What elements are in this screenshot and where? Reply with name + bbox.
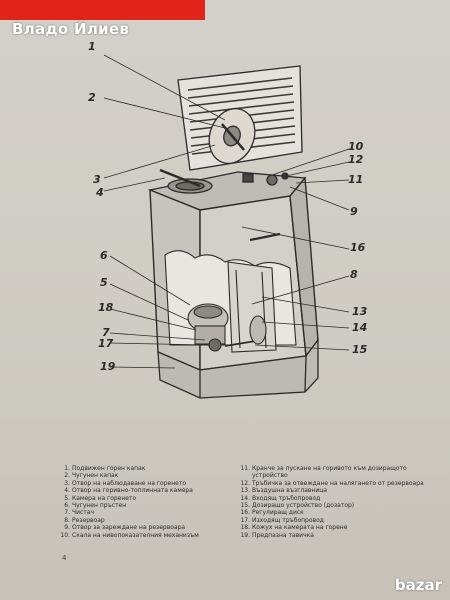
legend-item: 14.Входящ тръбопровод (240, 494, 321, 502)
bazar-logo: bazar (395, 576, 442, 594)
bazar-logo-text: bazar (394, 576, 442, 594)
legend-item: 3.Отвор на наблюдаване на горенето (64, 479, 187, 487)
legend-item: 17.Изходящ тръбопровод (240, 516, 324, 524)
legend-item: 16.Регулиращ диск (240, 509, 304, 517)
legend-item: 15.Дозиращо устройство (дозатор) (240, 502, 355, 510)
base-tray (157, 338, 319, 399)
legend-item: 9.Отвор за зареждане на резервоара (64, 524, 186, 532)
callout-13: 13 (352, 305, 368, 318)
callout-18: 18 (98, 301, 114, 314)
callout-1: 1 (88, 40, 96, 53)
uploader-watermark: Владо Илиев (12, 20, 130, 38)
legend-item: 4.Отвор на горивно-топлинната камера (64, 487, 193, 495)
cutaway-interior (164, 232, 297, 353)
legend-item: 19.Предпазна тавичка (240, 531, 314, 539)
callout-14: 14 (352, 321, 368, 334)
callout-4: 4 (96, 186, 104, 199)
legend-item: 8.Резервоар (64, 516, 105, 524)
callout-2: 2 (88, 91, 96, 104)
callout-8: 8 (350, 268, 358, 281)
legend-item: 18.Кожух на камерата на горене (240, 524, 348, 532)
legend-left-column: 1.Подвижен горен капак 2.Чугунен капак 3… (60, 465, 235, 539)
legend-item: 10.Скала на нивопоказателния механизъм (60, 531, 199, 539)
callout-11: 11 (348, 173, 364, 186)
red-corner-decoration (0, 0, 205, 20)
callout-6: 6 (100, 249, 108, 262)
legend-item: 13.Въздушна възглавница (240, 487, 327, 495)
callout-12: 12 (348, 153, 364, 166)
legend-item: 2.Чугунен капак (64, 472, 119, 480)
legend-right-column: 11.Кранче за пускане на горивото към доз… (240, 465, 425, 539)
legend-item: 7.Чистач (64, 509, 95, 517)
cast-iron-cover (208, 107, 256, 165)
legend-item: 12.Тръбичка за отвеждане на налягането о… (240, 479, 424, 487)
leader-lines (103, 54, 350, 369)
legend-item: 11.Кранче за пускане на горивото към доз… (240, 465, 407, 480)
legend-item: 5.Камера на горенето (64, 494, 137, 502)
callout-3: 3 (93, 173, 101, 186)
legend-item: 6.Чугунен пръстен (64, 502, 127, 510)
callout-19: 19 (100, 360, 116, 373)
callout-5: 5 (100, 276, 108, 289)
callout-15: 15 (352, 343, 368, 356)
page-number: 4 (62, 554, 67, 562)
callout-10: 10 (348, 140, 364, 153)
callout-7: 7 (102, 326, 110, 339)
top-deck (147, 168, 307, 211)
callout-9: 9 (350, 205, 358, 218)
legend-item: 1.Подвижен горен капак (64, 465, 146, 472)
callout-17: 17 (98, 337, 114, 350)
callout-16: 16 (350, 241, 366, 254)
